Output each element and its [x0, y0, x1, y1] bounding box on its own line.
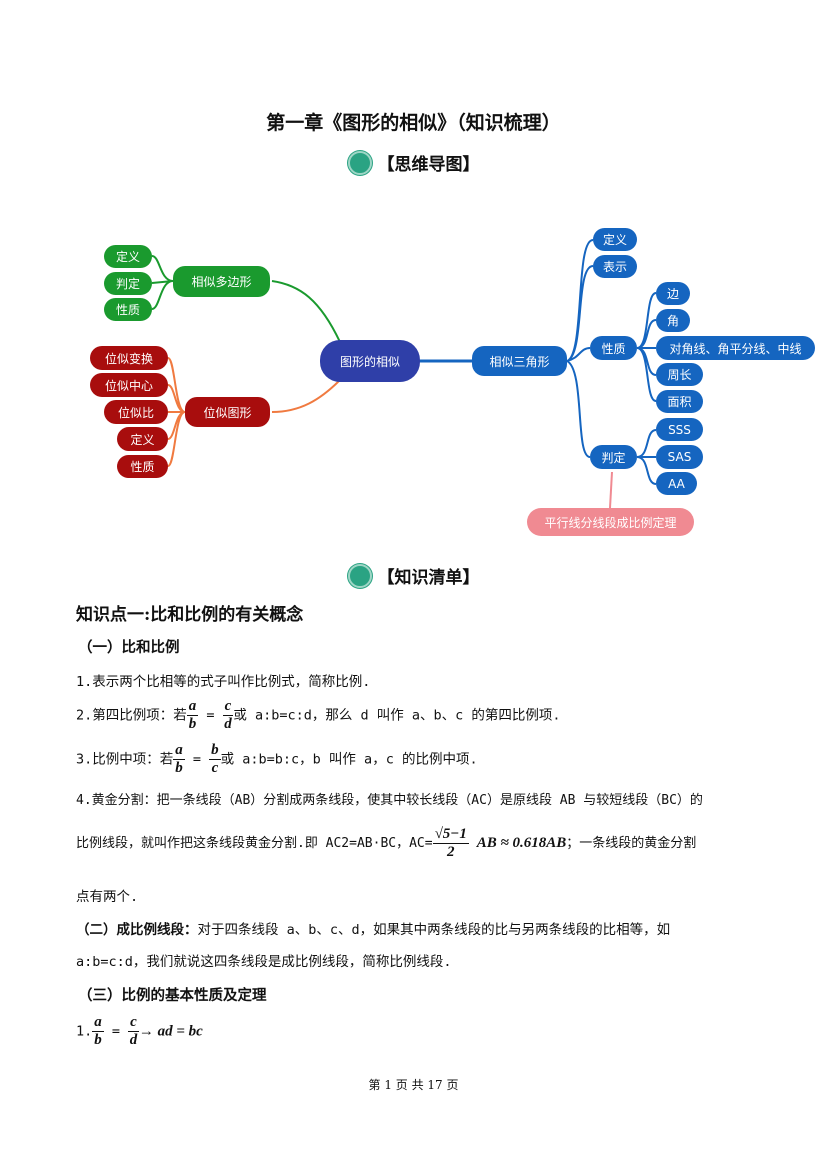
subsection-3-heading: （三）比例的基本性质及定理 — [78, 987, 267, 1004]
denominator: c — [211, 760, 219, 776]
node-homothety-property: 性质 — [117, 455, 168, 478]
subsection-heading: （一）比和比例 — [78, 639, 180, 656]
knowledge-point-heading: 知识点一:比和比例的有关概念 — [76, 605, 304, 625]
subsection-2: （二）成比例线段：对于四条线段 a、b、c、d，如果其中两条线段的比与另两条线段… — [76, 918, 670, 938]
mindmap-heading-text: 【思维导图】 — [377, 155, 480, 175]
item-3-suffix: 或 a:b=b:c，b 叫作 a，c 的比例中项. — [220, 751, 478, 768]
subsection-2-line-2: a:b=c:d，我们就说这四条线段是成比例线段，简称比例线段. — [76, 954, 452, 970]
item-2-suffix: 或 a:b=c:d，那么 d 叫作 a、b、c 的第四比例项. — [233, 707, 561, 724]
node-similar-triangle: 相似三角形 — [472, 346, 567, 376]
node-area: 面积 — [656, 390, 703, 413]
node-triangle-definition: 定义 — [593, 228, 637, 251]
node-triangle-notation: 表示 — [593, 255, 637, 278]
denominator: b — [188, 716, 197, 732]
golden-ratio-value: AB ≈ 0.618AB — [476, 835, 567, 851]
knowledge-heading: 【知识清单】 — [0, 563, 827, 588]
denominator: b — [94, 1032, 102, 1048]
node-polygon-criteria: 判定 — [104, 272, 152, 295]
item-4-line-3: 点有两个. — [76, 889, 139, 905]
node-lines: 对角线、角平分线、中线 — [656, 336, 815, 360]
circle-bullet-icon — [347, 151, 372, 175]
node-sas: SAS — [656, 445, 703, 469]
item-3-prefix: 3.比例中项：若 — [76, 751, 174, 768]
numerator: a — [173, 742, 185, 760]
item-4-suffix: ；一条线段的黄金分割 — [566, 836, 697, 851]
node-sss: SSS — [656, 418, 703, 441]
node-side: 边 — [656, 282, 690, 305]
numerator: b — [209, 742, 221, 760]
denominator: d — [129, 1032, 138, 1048]
circle-bullet-icon — [347, 564, 372, 588]
subsection-2-text: 对于四条线段 a、b、c、d，如果其中两条线段的比与另两条线段的比相等，如 — [197, 922, 671, 938]
property-1-number: 1. — [76, 1023, 93, 1040]
item-1: 1.表示两个比相等的式子叫作比例式，简称比例. — [76, 674, 371, 690]
mindmap-heading: 【思维导图】 — [0, 150, 827, 175]
numerator: √5−1 — [432, 826, 469, 844]
node-homothety-center: 位似中心 — [90, 373, 168, 397]
denominator: d — [224, 716, 232, 732]
page-title: 第一章《图形的相似》（知识梳理） — [266, 112, 561, 134]
node-triangle-property: 性质 — [590, 336, 637, 360]
node-angle: 角 — [656, 309, 690, 332]
node-homothety-transform: 位似变换 — [90, 346, 168, 370]
node-similar-polygon: 相似多边形 — [173, 266, 270, 297]
property-1-result: → ad = bc — [138, 1023, 203, 1040]
numerator: a — [186, 698, 199, 716]
node-perimeter: 周长 — [656, 363, 703, 386]
node-parallel-theorem: 平行线分线段成比例定理 — [527, 508, 694, 536]
knowledge-heading-text: 【知识清单】 — [377, 568, 480, 588]
item-4-line-1: 4.黄金分割：把一条线段（AB）分割成两条线段，使其中较长线段（AC）是原线段 … — [76, 793, 703, 808]
subsection-2-heading: （二）成比例线段： — [76, 922, 198, 938]
item-4-prefix: 比例线段，就叫作把这条线段黄金分割.即 AC2=AB·BC，AC= — [76, 836, 433, 851]
node-polygon-property: 性质 — [104, 298, 152, 321]
node-homothety-definition: 定义 — [117, 427, 168, 451]
denominator: b — [175, 760, 183, 776]
mindmap-connectors — [151, 239, 657, 509]
numerator: c — [128, 1014, 139, 1032]
node-homothety-ratio: 位似比 — [104, 400, 168, 424]
mindmap-center-node: 图形的相似 — [320, 340, 420, 382]
node-polygon-definition: 定义 — [104, 245, 152, 268]
page-footer: 第 1 页 共 17 页 — [368, 1078, 459, 1092]
node-aa: AA — [656, 472, 697, 495]
node-triangle-criteria: 判定 — [590, 445, 637, 469]
denominator: 2 — [446, 844, 455, 860]
numerator: a — [92, 1014, 104, 1032]
node-homothety: 位似图形 — [185, 397, 270, 427]
numerator: c — [222, 698, 234, 716]
item-2-prefix: 2.第四比例项：若 — [76, 707, 187, 724]
